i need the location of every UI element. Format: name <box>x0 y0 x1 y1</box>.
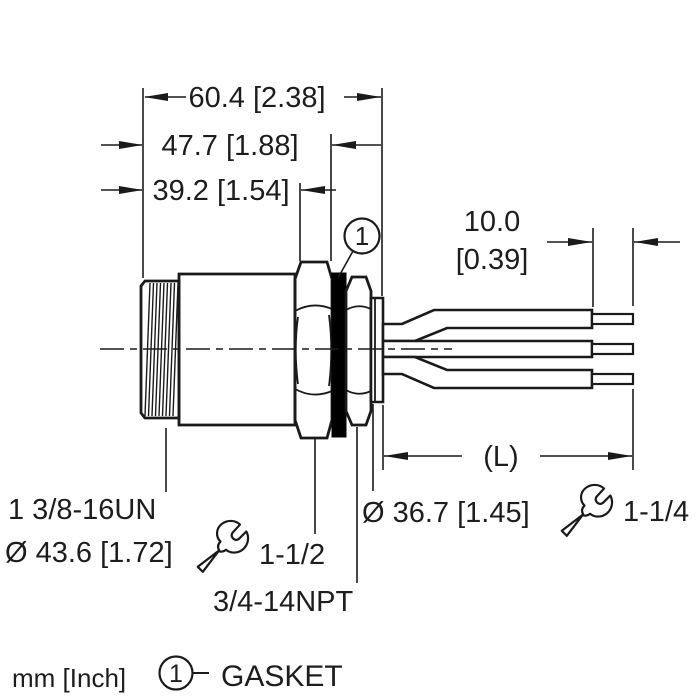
wire-top <box>381 308 594 343</box>
wire-bottom <box>381 355 594 390</box>
hex-nut-small <box>344 275 373 427</box>
hex-nut-large <box>293 260 334 440</box>
callout-1-badge <box>343 217 381 255</box>
legend-gasket-label: GASKET <box>221 660 343 693</box>
connector-body <box>139 260 385 440</box>
dimension-labels: 60.4 [2.38] 47.7 [1.88] 39.2 [1.54] 10.0… <box>5 82 689 618</box>
legend: mm [Inch] 1 GASKET <box>12 655 343 693</box>
dim-flange-diameter: Ø 36.7 [1.45] <box>362 497 530 529</box>
dim-overall-length: 60.4 [2.38] <box>188 82 325 114</box>
dim-wire-length: (L) <box>483 441 518 473</box>
callout-1-number: 1 <box>355 221 369 251</box>
wire-middle <box>381 339 594 359</box>
wires <box>381 308 635 390</box>
units-note: mm [Inch] <box>12 663 126 693</box>
conduit-thread-spec: 3/4-14NPT <box>213 586 354 618</box>
dim-strip-length-mm: 10.0 <box>464 206 520 238</box>
wire-bottom-stripped-end <box>590 372 635 386</box>
mounting-flange <box>369 296 385 404</box>
dim-strip-length-inch: [0.39] <box>456 244 529 276</box>
gasket <box>331 272 347 438</box>
dim-front-diameter: Ø 43.6 [1.72] <box>5 537 173 569</box>
callout-1: 1 <box>337 217 381 279</box>
dim-length-to-hex: 39.2 [1.54] <box>152 175 289 207</box>
wire-top-stripped-end <box>590 312 635 326</box>
dim-length-to-gasket: 47.7 [1.88] <box>161 130 298 162</box>
extension-lines <box>142 88 634 583</box>
legend-callout-1-badge <box>158 655 194 691</box>
wire-middle-stripped-end <box>590 342 635 356</box>
wrench-icon <box>560 483 614 538</box>
connector-barrel <box>177 272 297 427</box>
wrench-size-rear: 1-1/4 <box>623 496 689 528</box>
front-thread-spec: 1 3/8-16UN <box>8 494 156 526</box>
dimension-lines <box>101 93 680 460</box>
legend-callout-1-number: 1 <box>169 660 183 688</box>
wrench-size-front: 1-1/2 <box>259 539 325 571</box>
wrench-icon <box>196 519 250 574</box>
